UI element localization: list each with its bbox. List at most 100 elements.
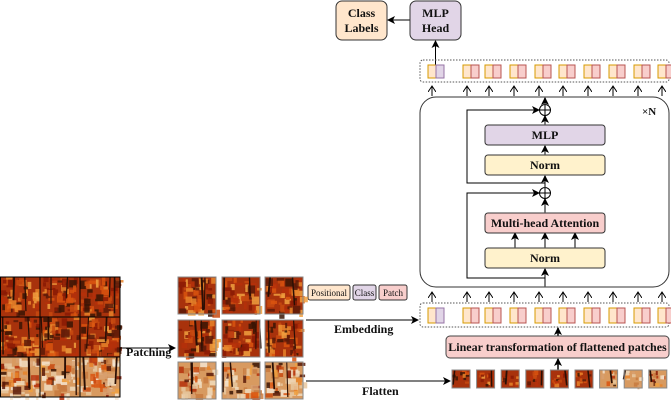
patch-token [462, 307, 480, 324]
patching-label: Patching [126, 345, 171, 359]
norm-lower-text: Norm [530, 251, 560, 265]
image-patch [264, 361, 308, 400]
legend-item-patch: Patch [378, 284, 408, 301]
repeat-n-label: ×N [642, 106, 656, 118]
positional-embedding [427, 307, 437, 324]
patch-embedding [591, 64, 601, 79]
positional-embedding [484, 307, 494, 324]
positional-embedding [633, 64, 643, 79]
patch-token [633, 307, 651, 324]
norm-upper-text: Norm [530, 158, 560, 172]
legend-item-positional: Positional [307, 284, 351, 301]
input-image [0, 276, 124, 400]
flatten-label: Flatten [362, 384, 399, 398]
patch-token [534, 307, 552, 324]
image-region [40, 356, 83, 400]
positional-embedding [509, 307, 519, 324]
patch-embedding [641, 307, 651, 324]
image-region [40, 276, 83, 321]
patch-embedding [517, 307, 527, 324]
patch-embedding [641, 64, 651, 79]
flattened-patches [451, 369, 668, 390]
image-region [0, 356, 45, 400]
flattened-patch [500, 369, 520, 389]
flattened-patch [648, 369, 668, 389]
add-icon-2 [539, 104, 551, 116]
class-embedding [435, 64, 445, 79]
patch-token [534, 64, 552, 79]
residual-connection-1 [466, 189, 545, 279]
patch-embedding [492, 307, 502, 324]
positional-embedding [608, 64, 618, 79]
image-patch [221, 276, 263, 315]
positional-embedding [583, 64, 593, 79]
mlp-head-text-2: Head [422, 21, 450, 35]
image-region [40, 316, 82, 361]
flattened-patch [476, 369, 496, 389]
patch-embedding [542, 64, 552, 79]
positional-embedding [534, 64, 544, 79]
image-region [80, 276, 124, 323]
patch-token [583, 307, 601, 324]
image-patch [177, 319, 222, 360]
class-token [427, 64, 445, 79]
patch-embedding [470, 64, 480, 79]
image-patch [221, 319, 262, 358]
embedding-label: Embedding [334, 322, 393, 336]
norm-lower-box: Norm [484, 247, 606, 269]
add-icon-1 [539, 187, 551, 199]
patch-token [657, 64, 671, 79]
patch-embedding [616, 307, 626, 324]
embedding-tokens-box [419, 302, 670, 328]
linear-transformation-box: Linear transformation of flattened patch… [445, 335, 670, 359]
image-patch [177, 361, 219, 400]
embedding-tokens [427, 307, 671, 324]
positional-embedding [509, 64, 519, 79]
patch-token [509, 307, 527, 324]
class-labels-text-1: Class [348, 6, 376, 20]
legend: Positional Class Patch [307, 284, 408, 301]
input-arrows [432, 292, 662, 302]
image-region [0, 276, 45, 319]
patch-embedding [665, 307, 671, 324]
patch-embedding [542, 307, 552, 324]
class-labels-box: Class Labels [335, 0, 388, 41]
patch-embedding [470, 307, 480, 324]
patch-token [608, 307, 626, 324]
patch-embedding [665, 64, 671, 79]
patch-token [484, 64, 502, 79]
patch-token [558, 307, 576, 324]
output-arrows [432, 86, 662, 96]
patch-embedding [566, 64, 576, 79]
output-tokens [427, 64, 671, 79]
class-labels-text-2: Labels [344, 21, 378, 35]
patch-embedding [492, 64, 502, 79]
positional-embedding [608, 307, 618, 324]
legend-label: Patch [383, 288, 403, 298]
flattened-patch [622, 369, 644, 390]
patch-token [583, 64, 601, 79]
mlp-head-box: MLP Head [409, 0, 462, 41]
flattened-patch [574, 369, 594, 389]
patch-token [657, 307, 671, 324]
legend-item-class: Class [352, 284, 377, 301]
mlp-box: MLP [484, 124, 606, 146]
positional-embedding [427, 64, 437, 79]
patch-embedding [517, 64, 527, 79]
image-patch [264, 276, 308, 319]
class-embedding [435, 307, 445, 324]
image-region [80, 316, 123, 361]
mlp-head-text-1: MLP [422, 6, 449, 20]
positional-embedding [583, 307, 593, 324]
class-token [427, 307, 445, 324]
positional-embedding [657, 64, 667, 79]
positional-embedding [462, 307, 472, 324]
positional-embedding [633, 307, 643, 324]
positional-embedding [534, 307, 544, 324]
positional-embedding [558, 64, 568, 79]
mlp-text: MLP [532, 128, 559, 142]
legend-label: Positional [311, 288, 348, 298]
multi-head-attention-box: Multi-head Attention [484, 212, 606, 234]
